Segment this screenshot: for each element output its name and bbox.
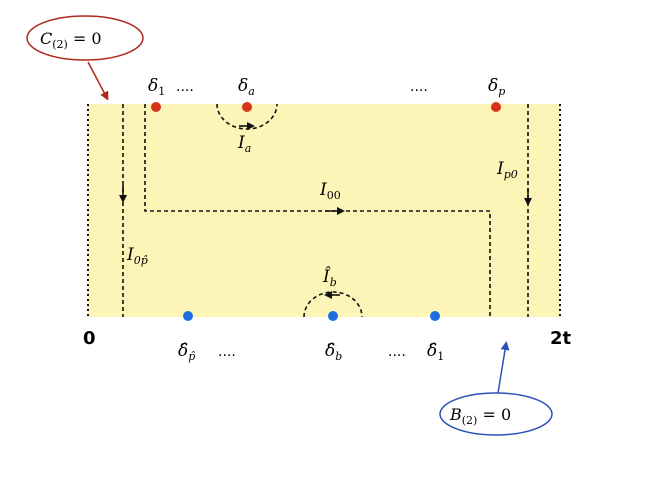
label-delta-hat-phat: δ̂p̂	[178, 341, 196, 363]
contour-I-00-path	[144, 104, 491, 317]
label-I-p0: Ip0	[496, 159, 518, 181]
label-delta-a: δa	[238, 76, 255, 98]
c-condition-callout	[26, 15, 144, 61]
axis-label-left: 0	[83, 328, 96, 349]
axis-label-right: 2t	[550, 328, 572, 349]
b-condition-callout	[439, 392, 553, 436]
point-delta-a	[242, 102, 252, 112]
point-delta-p	[491, 102, 501, 112]
point-delta-hat-b	[328, 311, 338, 321]
label-delta-hat-b: δ̂b	[325, 341, 342, 363]
label-I-a: Ia	[237, 133, 251, 155]
b-condition-arrow	[497, 341, 510, 394]
point-delta-1	[151, 102, 161, 112]
label-delta-1: δ1	[148, 76, 165, 98]
label-I-hat-b: Îb	[322, 266, 337, 289]
bottom-ellipsis-left: ....	[218, 344, 236, 360]
label-delta-hat-1: δ̂1	[427, 341, 444, 363]
label-I-0phat: I0p̂	[126, 245, 148, 267]
label-I-00: I00	[319, 180, 341, 202]
c-condition-label: C(2) = 0	[40, 29, 102, 51]
contour-I-hat-b-arc	[303, 291, 363, 318]
label-delta-p: δp	[488, 76, 505, 98]
c-condition-arrow	[87, 61, 109, 101]
point-delta-hat-1	[430, 311, 440, 321]
top-ellipsis-left: ....	[176, 79, 194, 95]
point-delta-hat-phat	[183, 311, 193, 321]
bottom-ellipsis-right: ....	[388, 344, 406, 360]
b-condition-label: B(2) = 0	[449, 405, 511, 427]
top-ellipsis-right: ....	[410, 79, 428, 95]
